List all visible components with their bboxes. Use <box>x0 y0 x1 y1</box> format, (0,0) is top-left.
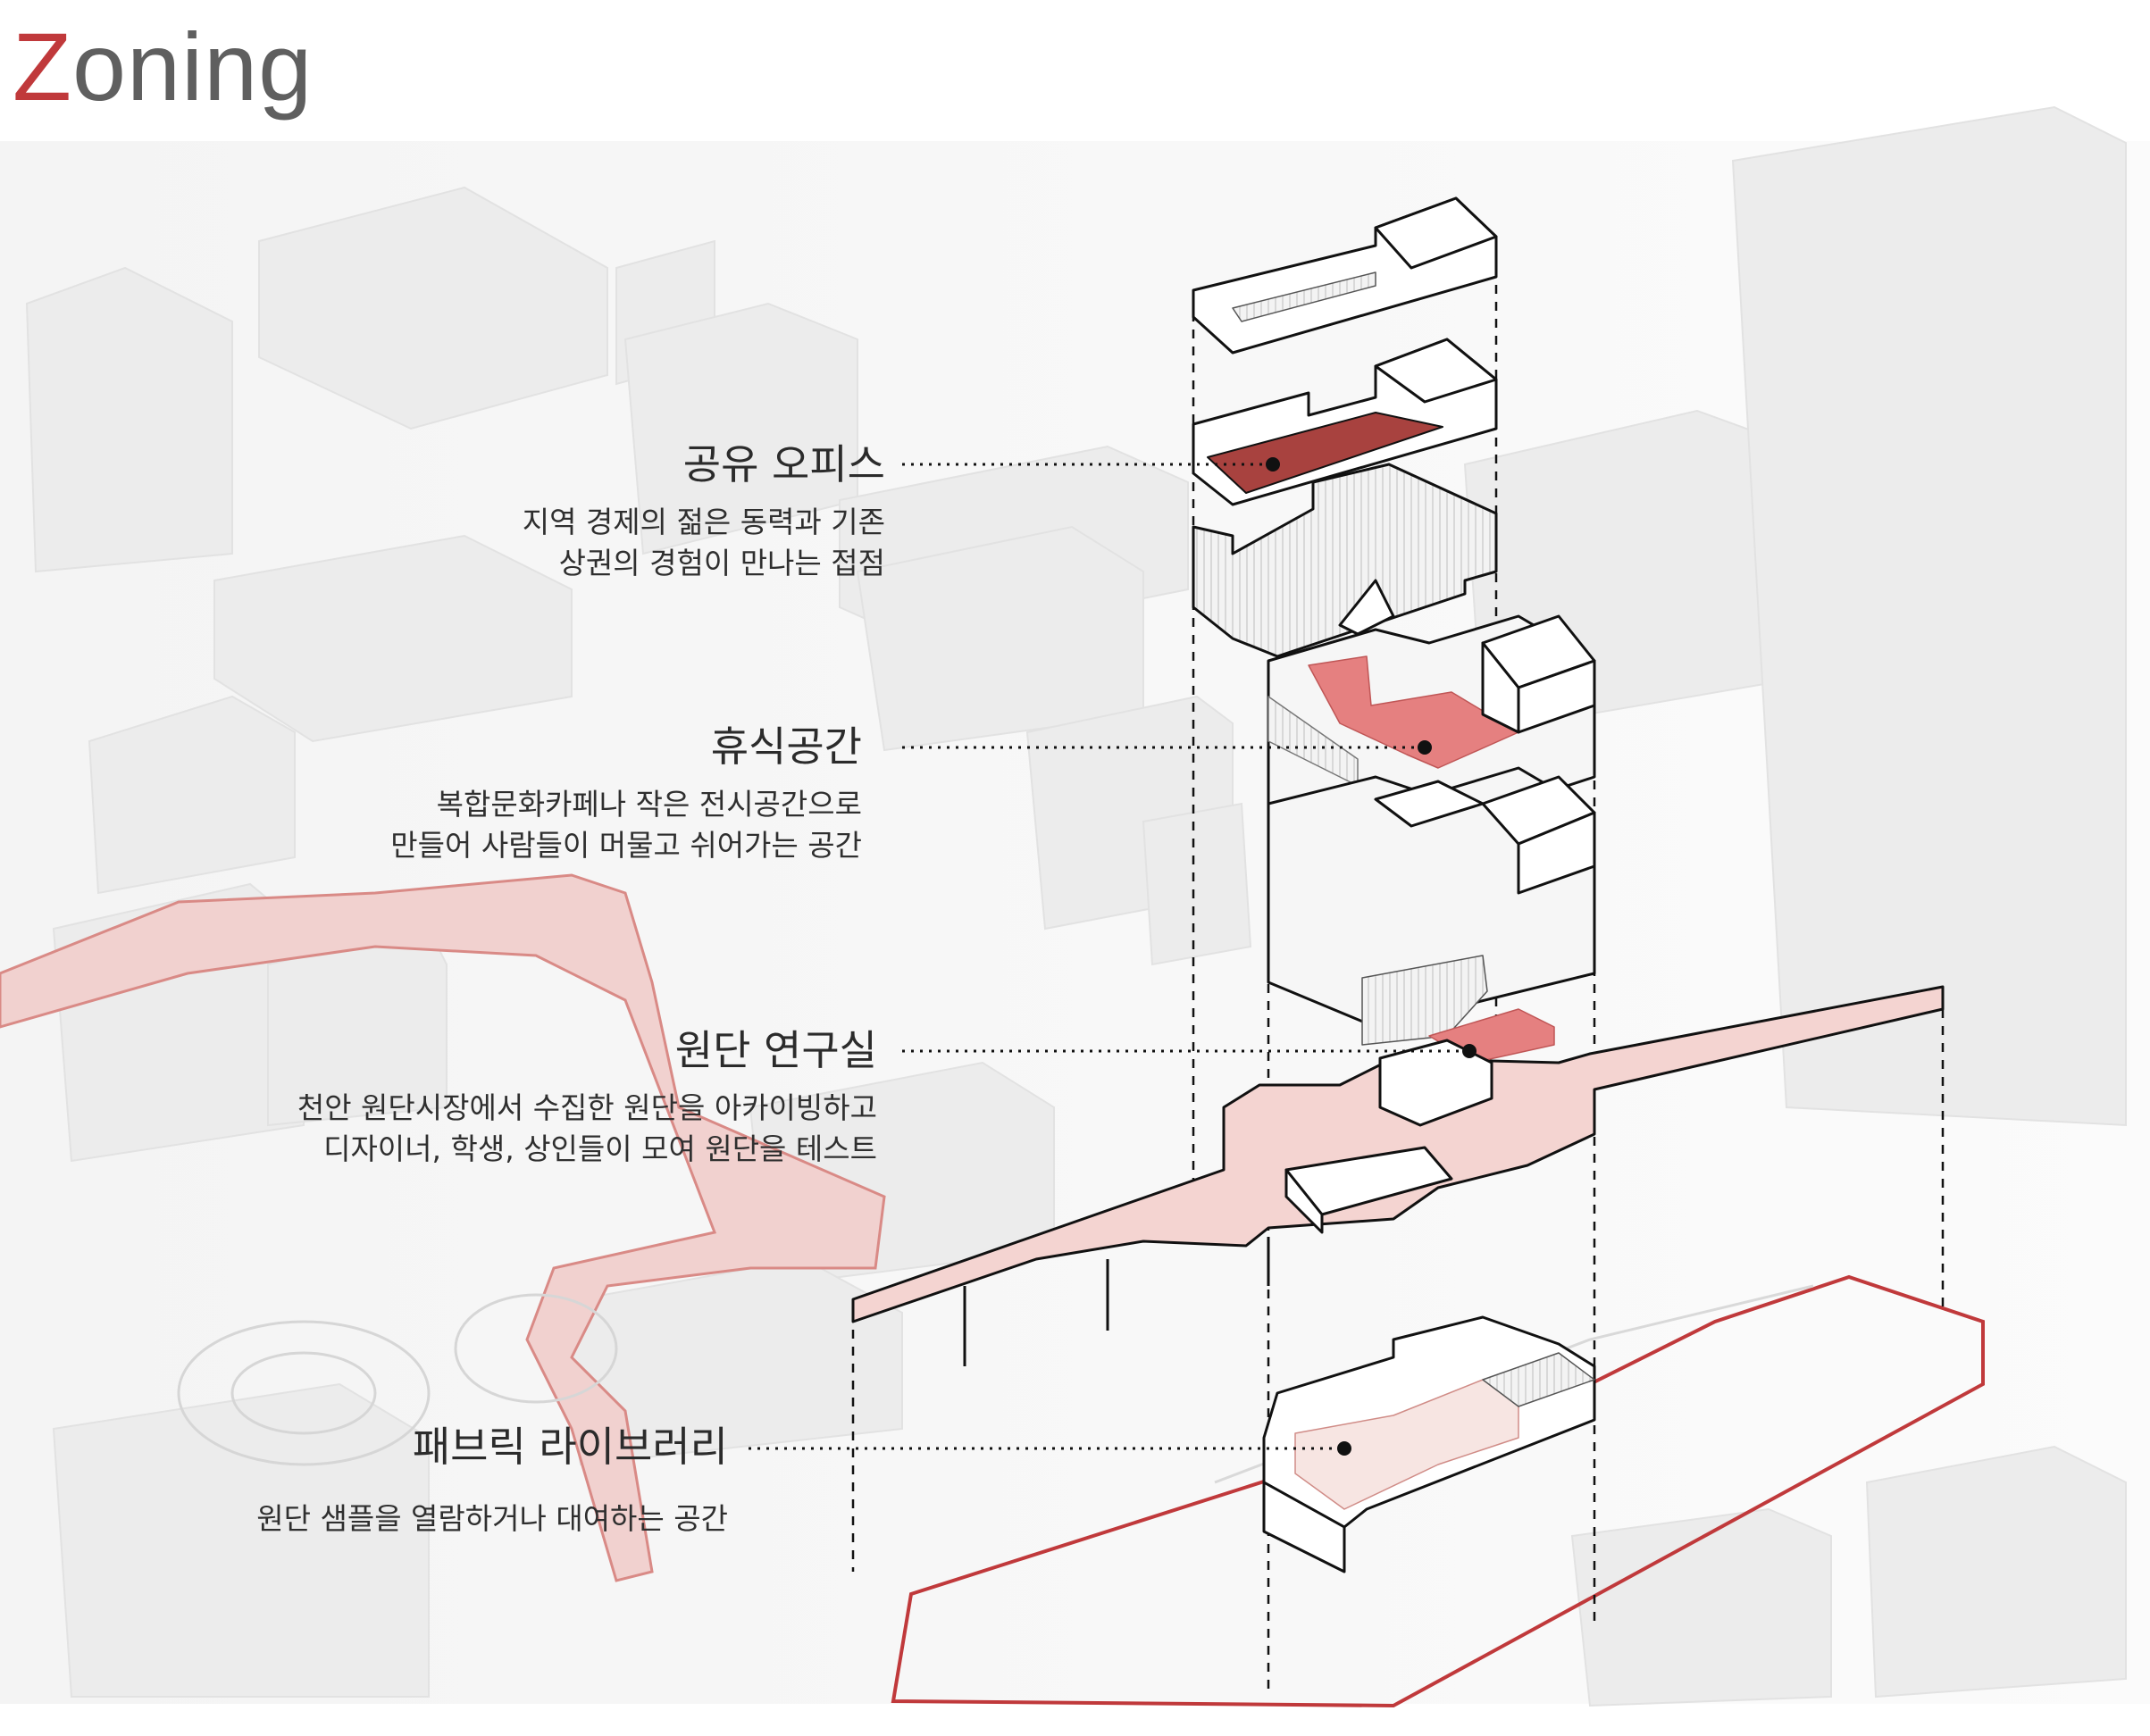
facade-level <box>1192 463 1498 658</box>
context-city <box>0 105 2150 1708</box>
zone-desc-line: 디자이너, 학생, 상인들이 모여 원단을 테스트 <box>323 1131 877 1166</box>
zone-title-library: 패브릭 라이브러리 <box>412 1423 728 1471</box>
zone-desc-line: 만들어 사람들이 머물고 쉬어가는 공간 <box>390 828 862 863</box>
zone-title-lab: 원단 연구실 <box>674 1026 877 1074</box>
lab-level <box>851 955 1945 1366</box>
zone-desc-library: 원단 샘플을 열람하거나 대여하는 공간 <box>103 1498 728 1540</box>
label-library: 패브릭 라이브러리 원단 샘플을 열람하거나 대여하는 공간 <box>103 1422 728 1540</box>
zone-title-office: 공유 오피스 <box>682 440 885 488</box>
office-zone-fill <box>1207 412 1443 494</box>
zone-desc-line: 원단 샘플을 열람하거나 대여하는 공간 <box>256 1501 728 1536</box>
leader-lines <box>749 463 1465 1450</box>
page-title: Zoning <box>13 9 313 125</box>
library-level <box>1262 1315 1596 1573</box>
zone-desc-line: 지역 경제의 젊은 동력과 기존 <box>522 505 885 539</box>
library-zone-fill <box>1294 1379 1519 1510</box>
zone-desc-line: 천안 원단시장에서 수집한 원단을 아카이빙하고 <box>297 1090 877 1125</box>
zone-title-rest: 휴식공간 <box>710 722 862 771</box>
zone-desc-line: 상권의 경험이 만나는 접점 <box>558 546 885 580</box>
title-rest: oning <box>71 13 314 121</box>
title-first-letter: Z <box>13 13 72 121</box>
zone-desc-line: 복합문화카페나 작은 전시공간으로 <box>436 787 862 822</box>
mid-level <box>1267 766 1596 1029</box>
leader-dots <box>1266 457 1477 1456</box>
roof-level <box>1192 196 1498 355</box>
